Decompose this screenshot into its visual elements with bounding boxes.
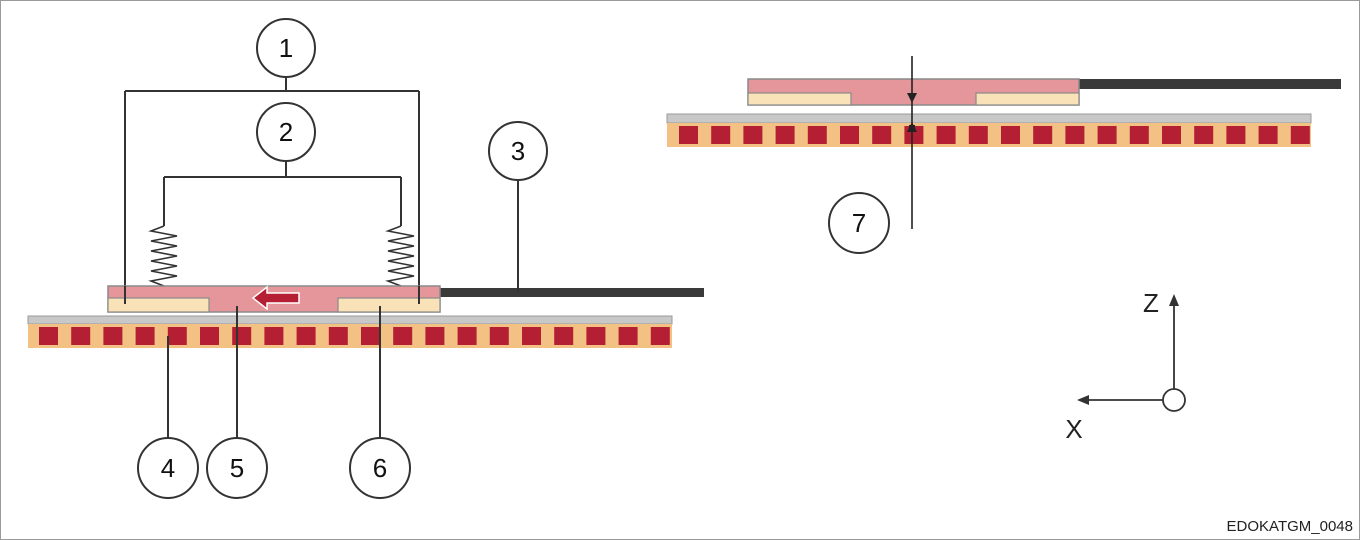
svg-text:1: 1 [279, 33, 293, 63]
magnet-block [167, 327, 187, 345]
svg-text:6: 6 [373, 453, 387, 483]
track-magnets [679, 126, 1310, 144]
magnet-block [586, 327, 606, 345]
svg-text:5: 5 [230, 453, 244, 483]
magnet-block [393, 327, 413, 345]
magnet-block [296, 327, 316, 345]
callout-3: 3 [488, 121, 548, 181]
magnet-block [840, 126, 859, 144]
track-right [666, 113, 1312, 147]
magnet-block [328, 327, 348, 345]
magnet-block [711, 126, 731, 144]
cable [438, 288, 704, 297]
magnet-block [361, 327, 380, 345]
svg-text:4: 4 [161, 453, 175, 483]
magnet-block [1129, 126, 1149, 144]
magnet-block [650, 327, 670, 345]
detail-cable [1079, 79, 1341, 89]
motion-arrow-icon [251, 285, 300, 311]
slider-pad-right [337, 297, 441, 313]
track-left [27, 315, 673, 348]
magnet-block [1033, 126, 1053, 144]
callout-6: 6 [349, 437, 411, 499]
magnet-block [457, 327, 477, 345]
magnet-block [1162, 126, 1181, 144]
axis-z [1169, 294, 1179, 389]
reference-code: EDOKATGM_0048 [1227, 518, 1353, 535]
magnet-block [1194, 126, 1214, 144]
callout-7: 7 [828, 192, 890, 254]
magnet-block [743, 126, 763, 144]
magnet-block [71, 327, 91, 345]
slider-pad-left [107, 297, 210, 313]
magnet-block [103, 327, 123, 345]
detail-slider-pad-left [747, 92, 852, 106]
axis-x-label: X [1065, 414, 1082, 444]
magnet-block [135, 327, 155, 345]
magnet-block [968, 126, 988, 144]
axis-z-label: Z [1143, 288, 1159, 318]
magnet-block [1001, 126, 1020, 144]
magnet-block [872, 126, 892, 144]
svg-text:3: 3 [511, 136, 525, 166]
axis-x [1077, 395, 1163, 405]
magnet-block [554, 327, 574, 345]
magnet-block [1226, 126, 1246, 144]
magnet-block [807, 126, 827, 144]
spring-icon [385, 225, 415, 287]
detail-slider-pad-right [975, 92, 1080, 106]
axis-origin-icon [1162, 388, 1186, 412]
magnet-block [618, 327, 638, 345]
magnet-block [200, 327, 219, 345]
callout-4: 4 [137, 437, 199, 499]
magnet-block [264, 327, 284, 345]
magnet-block [1097, 126, 1117, 144]
magnet-block [425, 327, 445, 345]
callout-2: 2 [256, 102, 316, 162]
bracket-2 [163, 161, 402, 226]
spring-icon [148, 225, 178, 287]
magnet-block [232, 327, 252, 345]
magnet-block [775, 126, 795, 144]
track-magnets [39, 327, 670, 345]
callout-5: 5 [206, 437, 268, 499]
magnet-block [1065, 126, 1085, 144]
magnet-block [522, 327, 541, 345]
magnet-block [679, 126, 698, 144]
svg-text:2: 2 [279, 117, 293, 147]
svg-text:7: 7 [852, 208, 866, 238]
magnet-block [39, 327, 58, 345]
magnet-block [936, 126, 956, 144]
bracket-1 [124, 76, 420, 301]
magnet-block [1290, 126, 1310, 144]
magnet-block [1258, 126, 1278, 144]
gap-indicator [907, 56, 917, 229]
callout-1: 1 [256, 18, 316, 78]
magnet-block [489, 327, 509, 345]
